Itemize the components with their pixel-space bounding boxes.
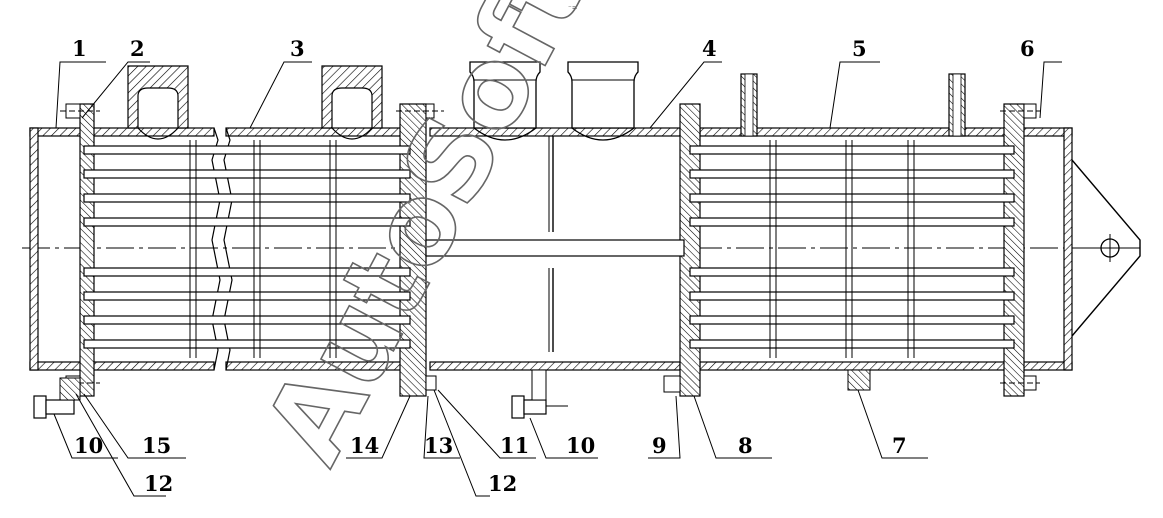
callout-4: 4 — [702, 36, 717, 61]
tube — [83, 145, 411, 155]
callout-15: 15 — [142, 433, 171, 458]
leader-lines — [53, 61, 1062, 497]
callout-5: 5 — [852, 36, 867, 61]
tube — [83, 217, 411, 227]
callout-13: 13 — [424, 433, 453, 458]
shell — [29, 127, 1073, 371]
lifting-lug — [1071, 159, 1141, 337]
tube — [83, 193, 411, 203]
baffles — [189, 140, 915, 358]
tube — [83, 267, 411, 277]
tie-rod — [425, 239, 685, 257]
callout-10-mid: 10 — [566, 433, 595, 458]
callout-12-mid: 12 — [488, 471, 517, 496]
callout-14: 14 — [350, 433, 379, 458]
callout-10-left: 10 — [74, 433, 103, 458]
callout-2: 2 — [130, 36, 145, 61]
top-mark: ⁻= — [568, 4, 578, 12]
tube — [83, 291, 411, 301]
callout-11: 11 — [500, 433, 529, 458]
callout-1: 1 — [72, 36, 87, 61]
callout-3: 3 — [290, 36, 305, 61]
nozzles — [127, 61, 966, 141]
callout-12-left: 12 — [144, 471, 173, 496]
callout-7: 7 — [892, 433, 907, 458]
tube — [83, 339, 411, 349]
callout-6: 6 — [1020, 36, 1035, 61]
tube — [83, 169, 411, 179]
callouts: 1 2 3 4 5 6 7 8 9 10 15 12 14 13 11 12 1… — [72, 36, 1035, 496]
callout-9: 9 — [652, 433, 667, 458]
callout-8: 8 — [738, 433, 753, 458]
drain-valves — [33, 369, 871, 419]
tube — [83, 315, 411, 325]
